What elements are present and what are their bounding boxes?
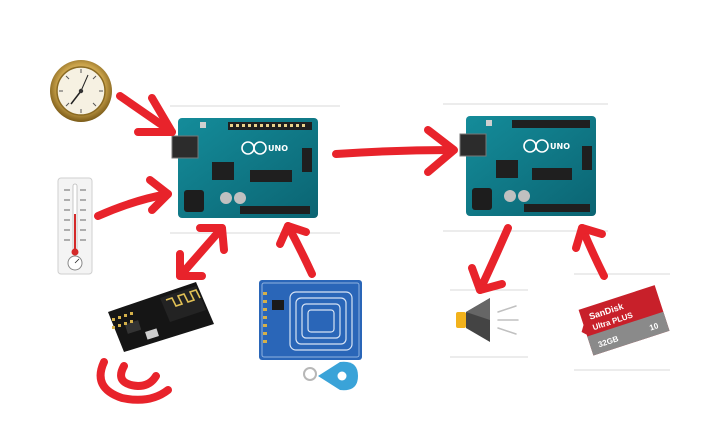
- nrf24-radio-module-icon: [108, 282, 214, 352]
- arduino-uno-label-left: UNO: [268, 144, 288, 153]
- microsd-card-icon: SanDisk Ultra PLUS 32GB 10: [578, 285, 670, 356]
- arrow-radio-to-arduino: [176, 224, 226, 280]
- wireless-signal-icon: [96, 358, 172, 404]
- hygrometer-dial-icon: [50, 60, 112, 122]
- speaker-icon: [456, 298, 519, 342]
- sd-class-label: 10: [648, 321, 660, 332]
- arduino-board-left: UNO: [171, 118, 318, 218]
- arrow-arduino-to-speaker: [476, 224, 512, 294]
- arrow-arduino-to-arduino: [332, 146, 456, 158]
- arduino-board-right: UNO: [459, 116, 596, 216]
- arduino-uno-label-right: UNO: [550, 142, 570, 151]
- rfid-reader-icon: [259, 280, 362, 360]
- hand-drawn-arrows: [94, 92, 608, 404]
- thermometer-icon: [57, 177, 93, 275]
- rfid-keyfob-icon: [303, 361, 358, 391]
